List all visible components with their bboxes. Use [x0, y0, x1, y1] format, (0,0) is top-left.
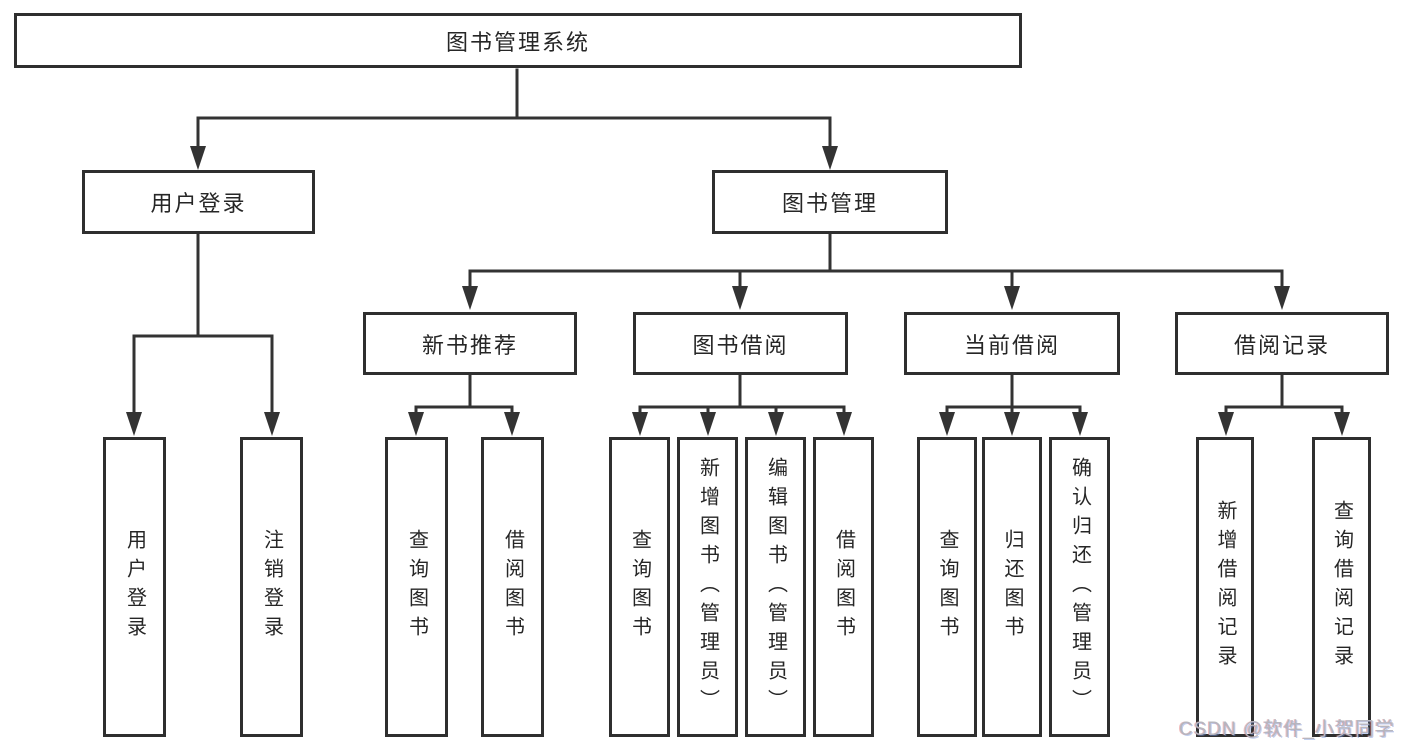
leaf-add-books-admin: 新增图书（管理员） [677, 437, 738, 737]
leaf-query-books-2: 查询图书 [609, 437, 670, 737]
leaf-confirm-return-admin: 确认归还（管理员） [1049, 437, 1110, 737]
leaf-query-borrow-record: 查询借阅记录 [1312, 437, 1371, 737]
node-book-borrowing: 图书借阅 [633, 312, 848, 375]
leaf-add-borrow-record: 新增借阅记录 [1196, 437, 1254, 737]
node-root: 图书管理系统 [14, 13, 1022, 68]
leaf-edit-books-admin: 编辑图书（管理员） [745, 437, 806, 737]
node-borrowing-records: 借阅记录 [1175, 312, 1389, 375]
node-current-borrowing: 当前借阅 [904, 312, 1120, 375]
connector-path [132, 68, 1344, 418]
leaf-return-books: 归还图书 [982, 437, 1042, 737]
leaf-borrow-books-2: 借阅图书 [813, 437, 874, 737]
arrowheads [126, 146, 1350, 436]
leaf-query-books-1: 查询图书 [385, 437, 448, 737]
leaf-borrow-books-1: 借阅图书 [481, 437, 544, 737]
node-new-book-recommendation: 新书推荐 [363, 312, 577, 375]
node-user-login: 用户登录 [82, 170, 315, 234]
leaf-logout: 注销登录 [240, 437, 303, 737]
node-book-management: 图书管理 [712, 170, 948, 234]
watermark: CSDN @软件_小贺同学 [1179, 719, 1395, 740]
leaf-query-books-3: 查询图书 [917, 437, 977, 737]
leaf-user-login: 用户登录 [103, 437, 166, 737]
